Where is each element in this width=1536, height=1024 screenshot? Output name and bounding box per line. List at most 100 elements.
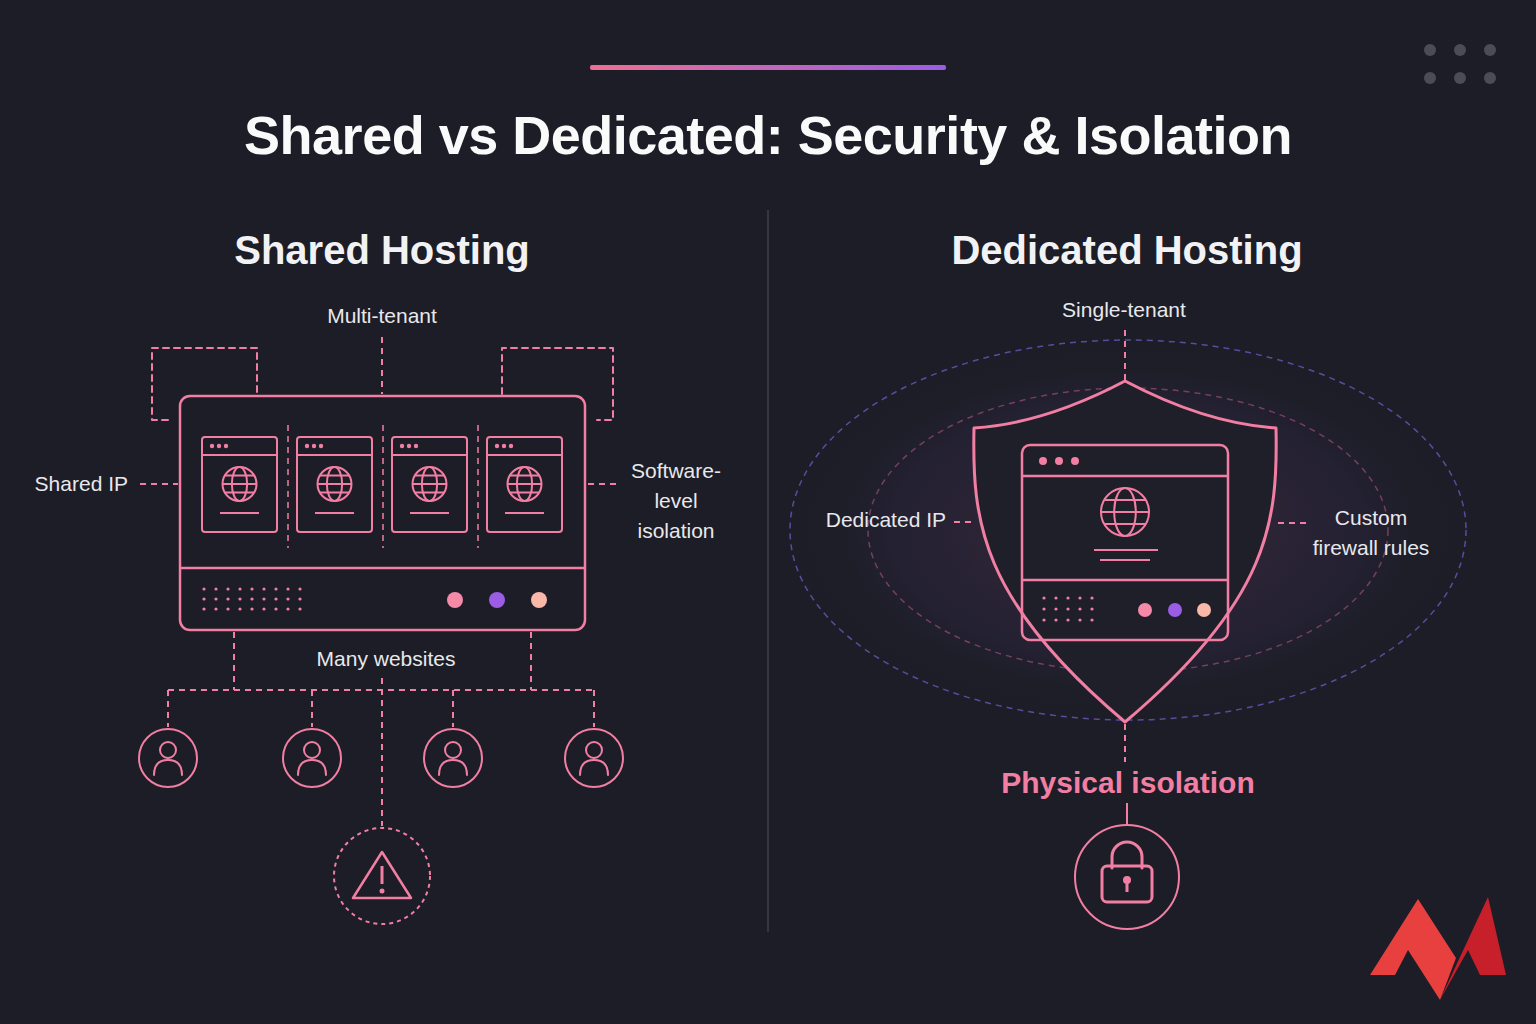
vent-dot xyxy=(262,597,265,600)
vent-dot xyxy=(214,597,217,600)
window-dot xyxy=(217,444,221,448)
leader-line xyxy=(1124,724,1126,762)
callout-label: Shared IP xyxy=(35,469,128,499)
window-dot xyxy=(1055,457,1063,465)
window-dot xyxy=(1071,457,1079,465)
window-dot xyxy=(502,444,506,448)
vent-dot xyxy=(1066,618,1069,621)
globe-latitude xyxy=(415,475,444,477)
window-dot xyxy=(319,444,323,448)
vent-dot xyxy=(1078,618,1081,621)
vent-dot xyxy=(298,607,301,610)
vent-dot xyxy=(214,587,217,590)
server-divider xyxy=(180,567,585,570)
partition-line xyxy=(477,425,479,548)
window-dot xyxy=(312,444,316,448)
window-bar xyxy=(1022,475,1228,478)
warning-triangle xyxy=(353,852,411,898)
leader-line xyxy=(140,483,178,485)
connector-line xyxy=(233,632,235,690)
logo-part xyxy=(1440,897,1506,1000)
logo-part xyxy=(1370,899,1456,1000)
vent-dot xyxy=(202,587,205,590)
globe-latitude xyxy=(1104,523,1146,525)
user-icon xyxy=(424,729,482,787)
globe-outline xyxy=(1101,488,1149,536)
emphasis-label: Physical isolation xyxy=(1001,765,1254,801)
window-dot xyxy=(407,444,411,448)
status-light xyxy=(447,592,463,608)
vent-dot xyxy=(214,607,217,610)
globe-latitude xyxy=(510,492,539,494)
user-head xyxy=(304,742,320,758)
window-bar xyxy=(297,454,372,456)
vent-dot xyxy=(238,607,241,610)
leader-line xyxy=(381,337,383,394)
warning-circle xyxy=(334,828,430,924)
callout-label: Many websites xyxy=(317,644,456,674)
window-frame xyxy=(297,437,372,532)
window-text-line xyxy=(505,512,544,514)
website-window xyxy=(487,437,562,532)
globe-outline xyxy=(413,467,447,501)
window-dot xyxy=(1039,457,1047,465)
status-light xyxy=(531,592,547,608)
status-light xyxy=(1197,603,1211,617)
callout-label: Custom firewall rules xyxy=(1304,503,1439,563)
section-heading: Shared Hosting xyxy=(234,226,530,274)
shield xyxy=(974,381,1276,722)
lock-body xyxy=(1102,866,1152,902)
window-frame xyxy=(202,437,277,532)
vent-dot xyxy=(286,607,289,610)
corner-dot xyxy=(1484,72,1496,84)
connector-line xyxy=(593,690,595,727)
vent-dot xyxy=(250,587,253,590)
vent-dot xyxy=(226,587,229,590)
vent-dot xyxy=(1066,596,1069,599)
window-text-line xyxy=(1094,549,1158,551)
lock-keyhole xyxy=(1123,876,1131,884)
vent-dot xyxy=(226,597,229,600)
vent-dots xyxy=(1042,596,1093,621)
vent-dot xyxy=(250,597,253,600)
window-dot xyxy=(224,444,228,448)
server-window xyxy=(1022,445,1228,640)
vent-dot xyxy=(202,597,205,600)
user-shoulders xyxy=(439,760,467,775)
globe-icon xyxy=(1101,488,1149,536)
user-head xyxy=(586,742,602,758)
window-dot xyxy=(305,444,309,448)
warning-mark xyxy=(381,866,384,884)
globe-latitude xyxy=(415,492,444,494)
user-icon xyxy=(139,729,197,787)
website-window xyxy=(297,437,372,532)
website-window xyxy=(392,437,467,532)
vent-dot xyxy=(1054,596,1057,599)
vent-dot xyxy=(1090,607,1093,610)
user-circle xyxy=(139,729,197,787)
leader-line xyxy=(1124,330,1126,380)
warning-dot xyxy=(380,889,385,894)
window-text-line xyxy=(315,512,354,514)
window-bar xyxy=(487,454,562,456)
corner-dots xyxy=(1424,44,1496,84)
vent-dot xyxy=(226,607,229,610)
vent-dot xyxy=(238,597,241,600)
vent-dot xyxy=(286,587,289,590)
globe-icon xyxy=(413,467,447,501)
user-icon xyxy=(283,729,341,787)
vent-dot xyxy=(1078,607,1081,610)
leader-line xyxy=(1126,803,1128,824)
user-shoulders xyxy=(154,760,182,775)
connector-line xyxy=(167,690,169,727)
globe-icon xyxy=(508,467,542,501)
vent-dots xyxy=(202,587,301,610)
callout-label: Multi-tenant xyxy=(327,301,437,331)
corner-dot xyxy=(1424,44,1436,56)
window-frame xyxy=(487,437,562,532)
window-frame xyxy=(392,437,467,532)
globe-latitude xyxy=(225,492,254,494)
globe-latitude xyxy=(510,475,539,477)
user-circle xyxy=(283,729,341,787)
